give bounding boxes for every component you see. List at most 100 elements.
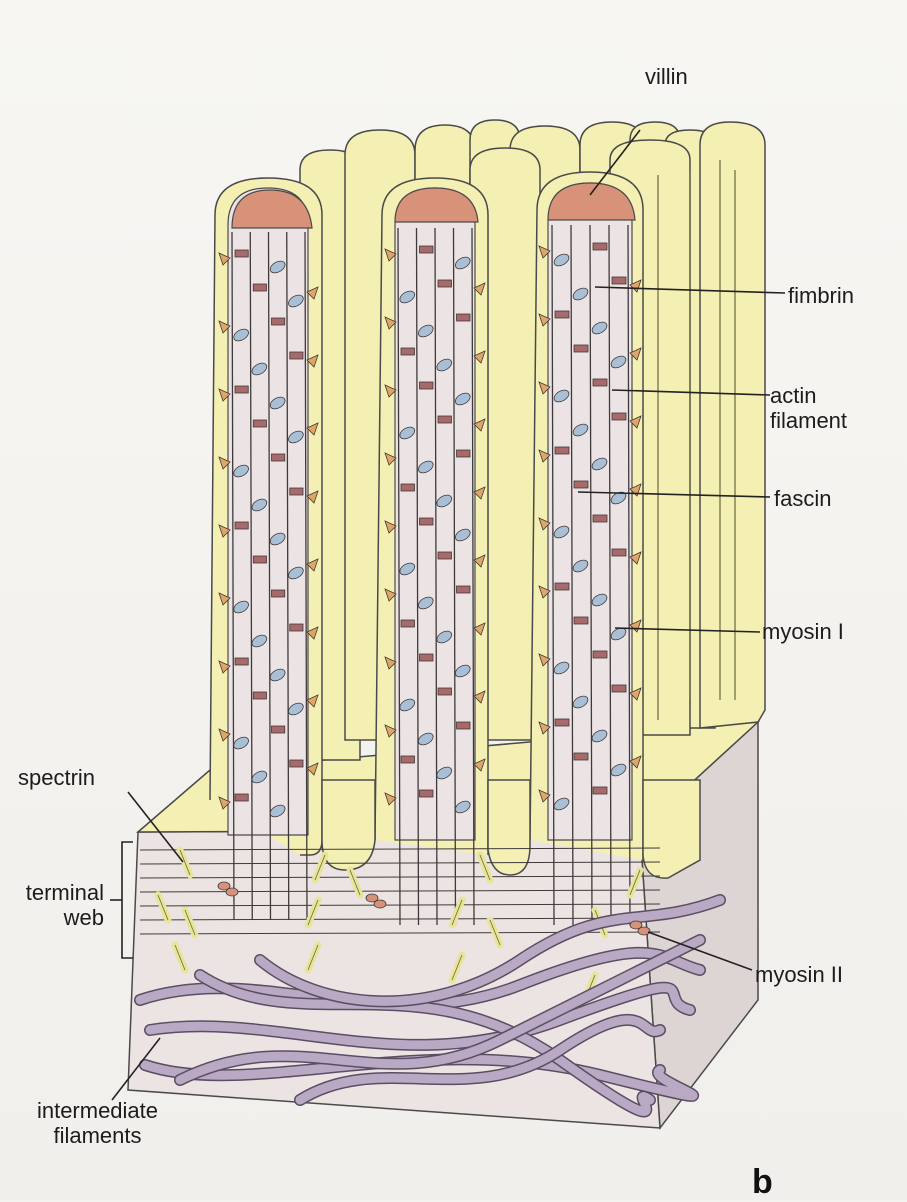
fimbrin-crosslink	[417, 596, 434, 610]
fascin-crosslink	[271, 725, 286, 734]
fimbrin-crosslink	[436, 494, 453, 508]
fimbrin-crosslink	[553, 661, 570, 675]
label-terminal-web-line1: terminal	[25, 880, 104, 905]
label-myosin-ii: myosin II	[755, 962, 844, 987]
fimbrin-crosslink	[572, 423, 589, 437]
fimbrin-crosslink	[591, 321, 608, 335]
actin-filament	[589, 224, 593, 926]
fascin-crosslink	[289, 487, 304, 496]
myosin-i-arm	[384, 384, 397, 398]
myosin-i-arm	[538, 517, 551, 531]
panel-letter: b	[752, 1163, 773, 1201]
myosin-i-arm	[538, 449, 551, 463]
fascin-crosslink	[456, 313, 471, 322]
fascin-crosslink	[554, 582, 570, 591]
myosin-i-arm	[384, 248, 397, 262]
fascin-crosslink	[573, 752, 589, 761]
spectrin-rod-outline	[349, 869, 361, 896]
fascin-crosslink	[592, 650, 608, 659]
fimbrin-crosslink	[233, 600, 249, 614]
myosin-i-arm	[306, 490, 319, 504]
terminal-web-strand	[139, 875, 661, 879]
myosin-i-arm	[473, 758, 486, 772]
fascin-crosslink	[554, 310, 570, 319]
fimbrin-crosslink	[251, 498, 268, 512]
fimbrin-crosslink	[399, 426, 416, 440]
fascin-crosslink	[437, 279, 452, 288]
fimbrin-crosslink	[269, 668, 286, 682]
fimbrin-crosslink	[454, 800, 471, 814]
actin-filament-bundles	[231, 224, 631, 926]
fimbrin-crosslink	[591, 593, 608, 607]
myosin-i-arm	[629, 551, 642, 565]
intermediate-filament	[175, 935, 705, 1085]
terminal-web-network	[134, 846, 726, 1118]
fascin-crosslink	[611, 684, 627, 693]
fascin-crosslink	[234, 521, 249, 530]
actin-filament	[608, 224, 612, 926]
fascin-crosslink	[419, 789, 434, 798]
fascin-crosslink	[271, 589, 286, 598]
myosin-i-arm	[629, 755, 642, 769]
myosin-i-arm	[473, 622, 486, 636]
fascin-crosslink	[573, 480, 589, 489]
fimbrin-crosslink	[572, 695, 589, 709]
fimbrin-crosslink	[269, 804, 286, 818]
spectrin-rod-outline	[307, 899, 319, 926]
fimbrin-crosslink	[436, 358, 453, 372]
fascin-crosslink	[611, 276, 627, 285]
myosin-i-arm	[538, 789, 551, 803]
fimbrin-crosslink	[251, 770, 268, 784]
terminal-web-strand	[139, 861, 661, 865]
myosin-i-arm	[306, 694, 319, 708]
fascin-crosslink	[592, 786, 608, 795]
myosin-i-arm	[384, 316, 397, 330]
fascin-crosslink	[592, 378, 608, 387]
fascin-crosslink	[400, 619, 415, 628]
fascin-crosslink	[573, 344, 589, 353]
myosin-i-arm	[218, 524, 231, 538]
myosin-i-arm	[306, 558, 319, 572]
fascin-crosslink	[252, 555, 267, 564]
villin-cap	[547, 182, 636, 221]
spectrin-rod-outline	[184, 909, 196, 936]
fascin-crosslink	[271, 317, 286, 326]
label-actin-filament-line2: filament	[770, 408, 848, 434]
intermediate-filament	[295, 1015, 665, 1105]
fimbrin-crosslink	[572, 287, 589, 301]
villin-cap	[231, 189, 313, 229]
fascin-crosslink	[252, 283, 267, 292]
fimbrin-crosslink	[454, 528, 471, 542]
fascin-crosslink	[573, 616, 589, 625]
label-terminal-web: terminal web	[0, 880, 104, 931]
spectrin-rod-outline	[479, 854, 491, 881]
label-fascin: fascin	[774, 486, 832, 511]
fascin-crosslink	[437, 551, 452, 560]
fascin-crosslink	[456, 449, 471, 458]
myosin-ii	[629, 920, 643, 930]
label-myosin-i: myosin I	[762, 619, 844, 644]
fascin-crosslink	[234, 657, 249, 666]
myosin-i-arm	[538, 381, 551, 395]
myosin-i-arm	[473, 350, 486, 364]
fimbrin-crosslink	[251, 362, 268, 376]
myosin-i-arm	[473, 690, 486, 704]
fimbrin-crosslink	[454, 256, 471, 270]
myosin-i-arm	[384, 452, 397, 466]
fimbrin-crosslink	[572, 559, 589, 573]
fascin-crosslink	[252, 419, 267, 428]
myosin-i-arm	[384, 724, 397, 738]
villin-cap	[394, 187, 479, 223]
label-intermediate-filaments: intermediate filaments	[10, 1098, 185, 1149]
fimbrin-crosslink	[399, 698, 416, 712]
intermediate-filament	[255, 895, 725, 1006]
myosin-i-arm	[538, 721, 551, 735]
fimbrin-crosslink	[399, 290, 416, 304]
myosin-i-arm	[384, 792, 397, 806]
spectrin-rod-outline	[451, 954, 463, 981]
fascin-crosslink	[611, 412, 627, 421]
myosin-i-arm	[218, 388, 231, 402]
fascin-crosslink	[456, 585, 471, 594]
label-villin: villin	[645, 64, 688, 89]
fimbrin-crosslink	[610, 763, 627, 777]
